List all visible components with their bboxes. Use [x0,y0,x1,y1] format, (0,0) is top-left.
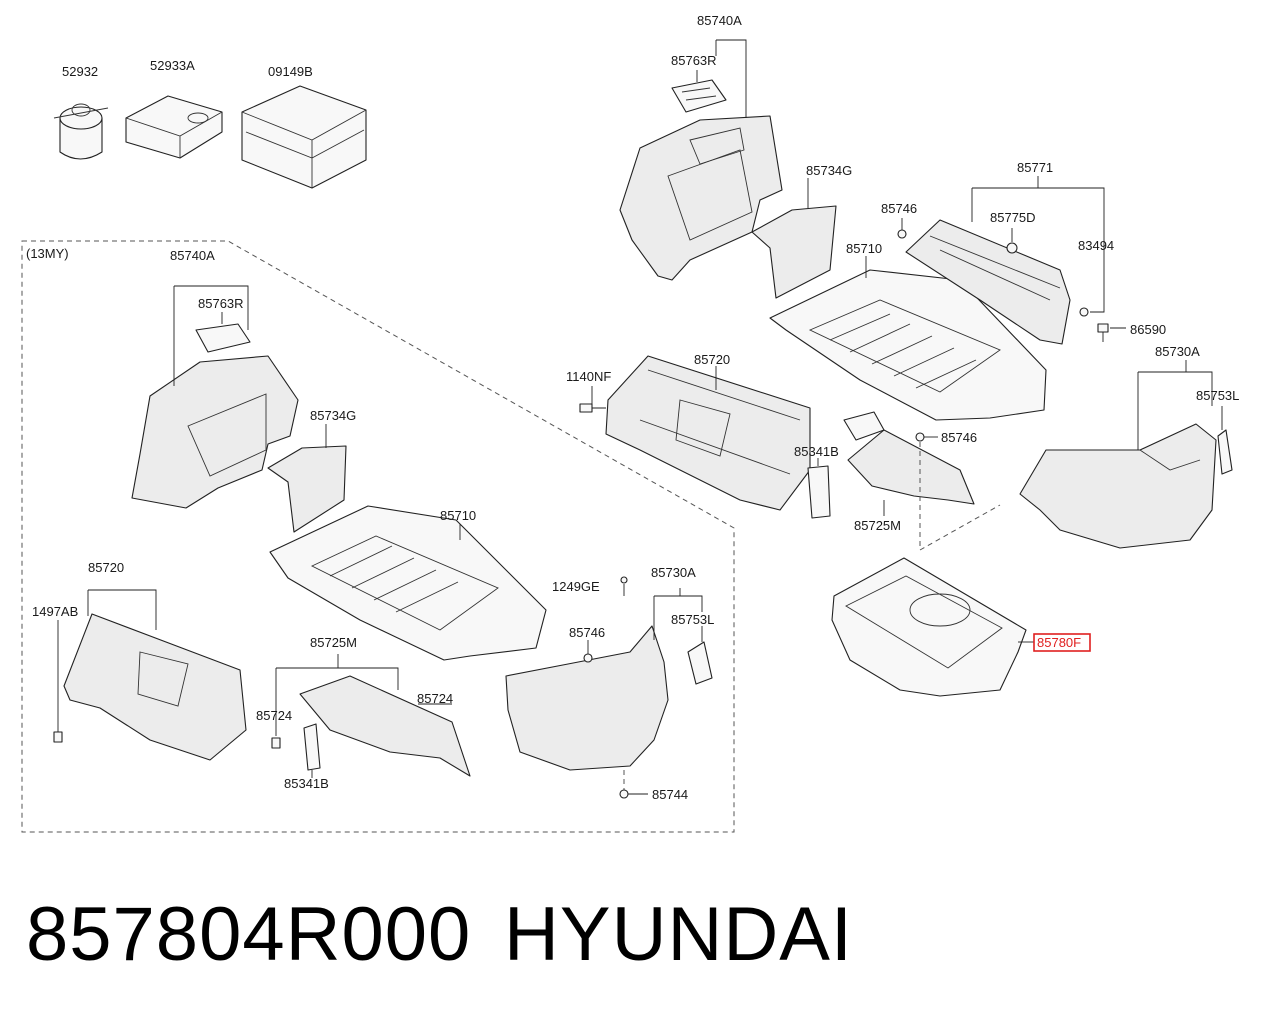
sill-trim-85771 [905,219,1071,345]
13my-group-outline [21,240,735,833]
label-top-85746a: 85746 [881,201,917,216]
label-13my-85734G: 85734G [310,408,356,423]
label-top-83494: 83494 [1078,238,1114,253]
label-09149B: 09149B [268,64,313,79]
sealant-bottle-part [53,103,109,160]
clip-1497AB [53,731,63,743]
bolt-86590 [1097,323,1126,342]
floor-mat-85710-top [769,269,1047,421]
clip-85746-13my [583,653,593,663]
cover-85753L-13my [687,641,713,685]
clip-85746-top [897,229,907,239]
luggage-side-trim-right [1019,423,1217,549]
screw-1140NF [579,386,606,413]
footer-caption: 857804R000 HYUNDAI [0,880,1267,990]
highlight-box-85780F [1033,633,1091,652]
label-top-85775D: 85775D [990,210,1036,225]
label-13my-85720: 85720 [88,560,124,575]
label-13my-85744: 85744 [652,787,688,802]
luggage-side-trim-13my [131,355,299,509]
air-compressor-part [125,95,223,159]
label-top-85730A: 85730A [1155,344,1200,359]
cover-panel-85734G-13my [267,445,347,533]
bracket-85763R-13my [195,323,251,353]
plate-85341B-top [807,465,831,519]
spare-tire-well-85780F [831,557,1027,697]
label-top-85720: 85720 [694,352,730,367]
cap-85775D [1006,242,1018,254]
label-13my-85710: 85710 [440,508,476,523]
label-top-85710: 85710 [846,241,882,256]
tray-85725M-top [843,411,975,505]
label-13my-85725M: 85725M [310,635,357,650]
label-52932: 52932 [62,64,98,79]
label-top-85753L: 85753L [1196,388,1239,403]
screw-1249GE [620,576,628,584]
label-13my-85724a: 85724 [417,691,453,706]
label-top-1140NF: 1140NF [566,369,611,384]
cover-panel-85734G-top [751,205,837,299]
label-13my-85724b: 85724 [256,708,292,723]
back-trim-85720-13my [63,613,247,761]
label-top-86590: 86590 [1130,322,1166,337]
label-13my-85746: 85746 [569,625,605,640]
clip-83494 [1079,307,1089,317]
label-13my-85753L: 85753L [671,612,714,627]
label-13my: (13MY) [26,246,69,261]
label-13my-1249GE: 1249GE [552,579,600,594]
label-top-85740A: 85740A [697,13,742,28]
pad-85724-left [271,737,281,749]
floor-mat-85710-13my [269,505,547,661]
clip-85746-right [915,432,938,442]
label-top-85725M: 85725M [854,518,901,533]
clip-85744 [619,789,629,799]
label-13my-1497AB: 1497AB [32,604,78,619]
label-highlighted-85780F: 85780F [1037,635,1081,650]
label-top-85771: 85771 [1017,160,1053,175]
exploded-parts-diagram: 52932 52933A 09149B 85740A 85763R 85734G… [21,13,1239,833]
label-top-85763R: 85763R [671,53,717,68]
label-13my-85341B: 85341B [284,776,329,791]
cover-85753L [1217,429,1233,475]
label-13my-85763R: 85763R [198,296,244,311]
part-number: 857804R000 [26,892,472,977]
label-top-85341B: 85341B [794,444,839,459]
tray-85725M-13my [299,675,471,777]
luggage-side-trim-top [619,115,783,281]
label-13my-85740A: 85740A [170,248,215,263]
tool-case-part [241,85,367,189]
label-13my-85730A: 85730A [651,565,696,580]
back-trim-85720-top [605,355,811,511]
bracket-85763R-top [671,79,727,113]
label-top-85746b: 85746 [941,430,977,445]
brand-name: HYUNDAI [504,892,854,977]
luggage-side-trim-right-13my [505,625,669,771]
label-top-85734G: 85734G [806,163,852,178]
label-52933A: 52933A [150,58,195,73]
